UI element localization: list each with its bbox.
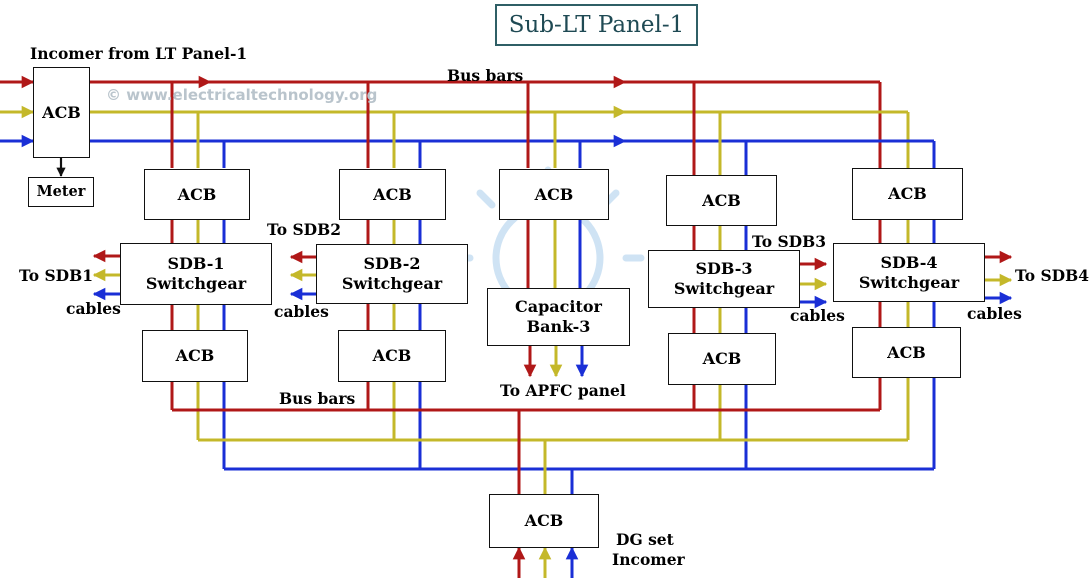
capacitor-bank-title: Capacitor xyxy=(515,297,602,316)
bus-bars-top-label: Bus bars xyxy=(447,66,524,85)
capacitor-bank-subtitle: Bank-3 xyxy=(526,317,591,336)
capacitor-bank: Capacitor Bank-3 xyxy=(487,288,630,346)
sdb-4-switchgear: SDB-4 Switchgear xyxy=(833,243,985,302)
acb-bottom-2: ACB xyxy=(338,330,446,382)
acb-top-5-text: ACB xyxy=(888,184,927,203)
sdb-3-subtitle: Switchgear xyxy=(673,279,775,298)
to-apfc-label: To APFC panel xyxy=(500,381,626,400)
to-sdb1-label: To SDB1 xyxy=(19,266,94,285)
acb-top-2-text: ACB xyxy=(373,184,412,204)
incomer-acb: ACB xyxy=(33,67,90,158)
outgoing-cables xyxy=(92,249,1013,309)
acb-bottom-3: ACB xyxy=(668,333,776,385)
acb-bottom-4: ACB xyxy=(852,327,961,378)
incomer-label: Incomer from LT Panel-1 xyxy=(30,44,248,63)
acb-top-2: ACB xyxy=(339,169,446,220)
acb-bottom-3-text: ACB xyxy=(702,349,742,368)
sdb-2-title: SDB-2 xyxy=(363,254,421,273)
to-sdb4-label: To SDB4 xyxy=(1015,266,1090,285)
feeder-links xyxy=(170,220,936,378)
dg-acb: ACB xyxy=(489,494,599,548)
cables-4-label: cables xyxy=(967,304,1022,323)
sdb-4-subtitle: Switchgear xyxy=(858,272,960,292)
sdb-2-subtitle: Switchgear xyxy=(341,274,443,293)
meter-text: Meter xyxy=(36,182,86,200)
dg-set-label: DG set xyxy=(616,530,674,549)
acb-bottom-1: ACB xyxy=(142,330,248,382)
sdb-3-title: SDB-3 xyxy=(695,259,753,278)
bus-bars-bottom-label: Bus bars xyxy=(279,389,356,408)
top-bus-bars xyxy=(0,75,936,175)
acb-top-1: ACB xyxy=(144,169,250,220)
diagram-title: Sub-LT Panel-1 xyxy=(495,4,698,46)
acb-bottom-1-text: ACB xyxy=(175,346,215,365)
acb-top-1-text: ACB xyxy=(177,184,217,204)
sdb-2-switchgear: SDB-2 Switchgear xyxy=(316,244,468,304)
cables-2-label: cables xyxy=(274,302,329,321)
watermark-text: © www.electricaltechnology.org xyxy=(106,86,378,104)
acb-top-3: ACB xyxy=(499,169,609,220)
acb-bottom-2-text: ACB xyxy=(372,346,412,365)
sdb-3-switchgear: SDB-3 Switchgear xyxy=(648,250,800,308)
acb-top-3-text: ACB xyxy=(534,184,574,204)
sdb-4-title: SDB-4 xyxy=(880,252,938,272)
dg-incomer-label: Incomer xyxy=(612,550,685,569)
meter-box: Meter xyxy=(28,177,94,207)
cables-3-label: cables xyxy=(790,306,845,325)
dg-acb-text: ACB xyxy=(524,511,564,530)
acb-top-4: ACB xyxy=(666,175,777,226)
to-sdb2-label: To SDB2 xyxy=(267,220,342,239)
cables-1-label: cables xyxy=(66,299,121,318)
acb-top-4-text: ACB xyxy=(702,190,741,210)
incomer-acb-text: ACB xyxy=(42,102,81,122)
to-sdb3-label: To SDB3 xyxy=(752,232,827,251)
sdb-1-subtitle: Switchgear xyxy=(145,274,247,293)
bottom-bus-bars xyxy=(170,378,936,578)
acb-top-5: ACB xyxy=(852,168,963,220)
sdb-1-switchgear: SDB-1 Switchgear xyxy=(120,243,272,305)
sdb-1-title: SDB-1 xyxy=(167,254,225,273)
acb-bottom-4-text: ACB xyxy=(887,342,926,362)
